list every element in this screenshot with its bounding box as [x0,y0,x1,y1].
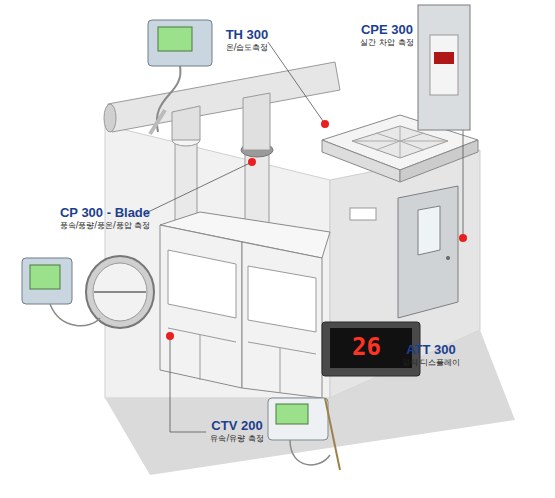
cpe300-device [418,5,470,130]
leader-line [268,42,325,124]
product-description: 유속/유량 측정 [206,433,268,444]
display-reading: 26 [352,335,381,359]
cp300-device [30,265,60,289]
att300-device [322,322,420,376]
leader-line [170,338,206,432]
cp300-device [50,304,100,326]
exhaust-duct [172,106,200,140]
ctv200-device [268,398,340,470]
room-walls [330,150,480,398]
door [398,186,458,318]
door [350,208,376,220]
ceiling-diffuser [352,141,400,142]
product-callout: TH 300온/습도측정 [216,27,278,53]
product-description: 실간 차압 측정 [355,37,419,48]
product-name: CP 300 - Blade [52,205,158,220]
door [446,256,450,260]
sensor-dot [166,332,174,340]
ceiling-diffuser [352,126,448,158]
fume-hood [242,242,322,398]
leader-line [463,130,464,236]
sensor-dot [321,120,329,128]
sensor-dot [459,234,467,242]
door [350,186,458,318]
exhaust-duct [104,104,116,132]
exhaust-duct [243,93,270,150]
cpe300-device [418,5,470,130]
product-callout: CPE 300실간 차압 측정 [355,22,419,48]
leader-line [146,162,252,213]
att300-device [330,328,412,368]
ceiling-diffuser [376,141,400,150]
ctv200-device [268,398,328,440]
th300-device [157,66,181,132]
ctv200-device [290,440,330,465]
fume-hood [160,225,242,388]
product-name: CPE 300 [355,22,419,37]
product-name: CTV 200 [206,418,268,433]
product-callout: CP 300 - Blade풍속/풍량/풍온/풍압 측정 [52,205,158,231]
cp300-device [94,291,146,293]
cp300-device [93,263,147,321]
th300-device [148,20,212,134]
fume-hood [248,266,316,332]
th300-device [150,110,165,134]
product-callout: CTV 200유속/유량 측정 [206,418,268,444]
ceiling-diffuser [400,141,401,158]
product-description: 멀티 디스플레이 [400,357,462,368]
ceiling-diffuser [400,141,424,150]
product-description: 풍속/풍량/풍온/풍압 측정 [52,220,158,231]
ceiling-diffuser [400,126,401,141]
fume-hood [280,348,281,393]
ceiling-diffuser [400,133,424,141]
exhaust-duct [108,62,340,132]
fume-hood [168,328,236,342]
fume-hood [200,335,201,380]
th300-device [158,27,192,51]
sensor-dot [248,158,256,166]
th300-device [148,20,212,66]
door [418,206,440,255]
cp300-device [22,258,72,304]
att300-device [322,322,420,376]
cp300-device [86,256,154,328]
fume-hood [168,250,236,318]
fume-hood [248,342,316,354]
fume-hood [160,212,330,398]
sensor-dot [166,120,467,349]
cp300-device [22,256,154,328]
product-name: ATT 300 [400,342,462,357]
product-name: TH 300 [216,27,278,42]
product-callout: ATT 300멀티 디스플레이 [400,342,462,368]
cpe300-device [434,52,454,64]
ceiling-diffuser [400,141,448,142]
ceiling-diffuser [376,133,400,141]
room-walls [105,125,515,475]
product-description: 온/습도측정 [216,42,278,53]
leader-line [146,42,463,432]
ctv200-device [276,404,308,424]
cpe300-device [430,35,458,95]
